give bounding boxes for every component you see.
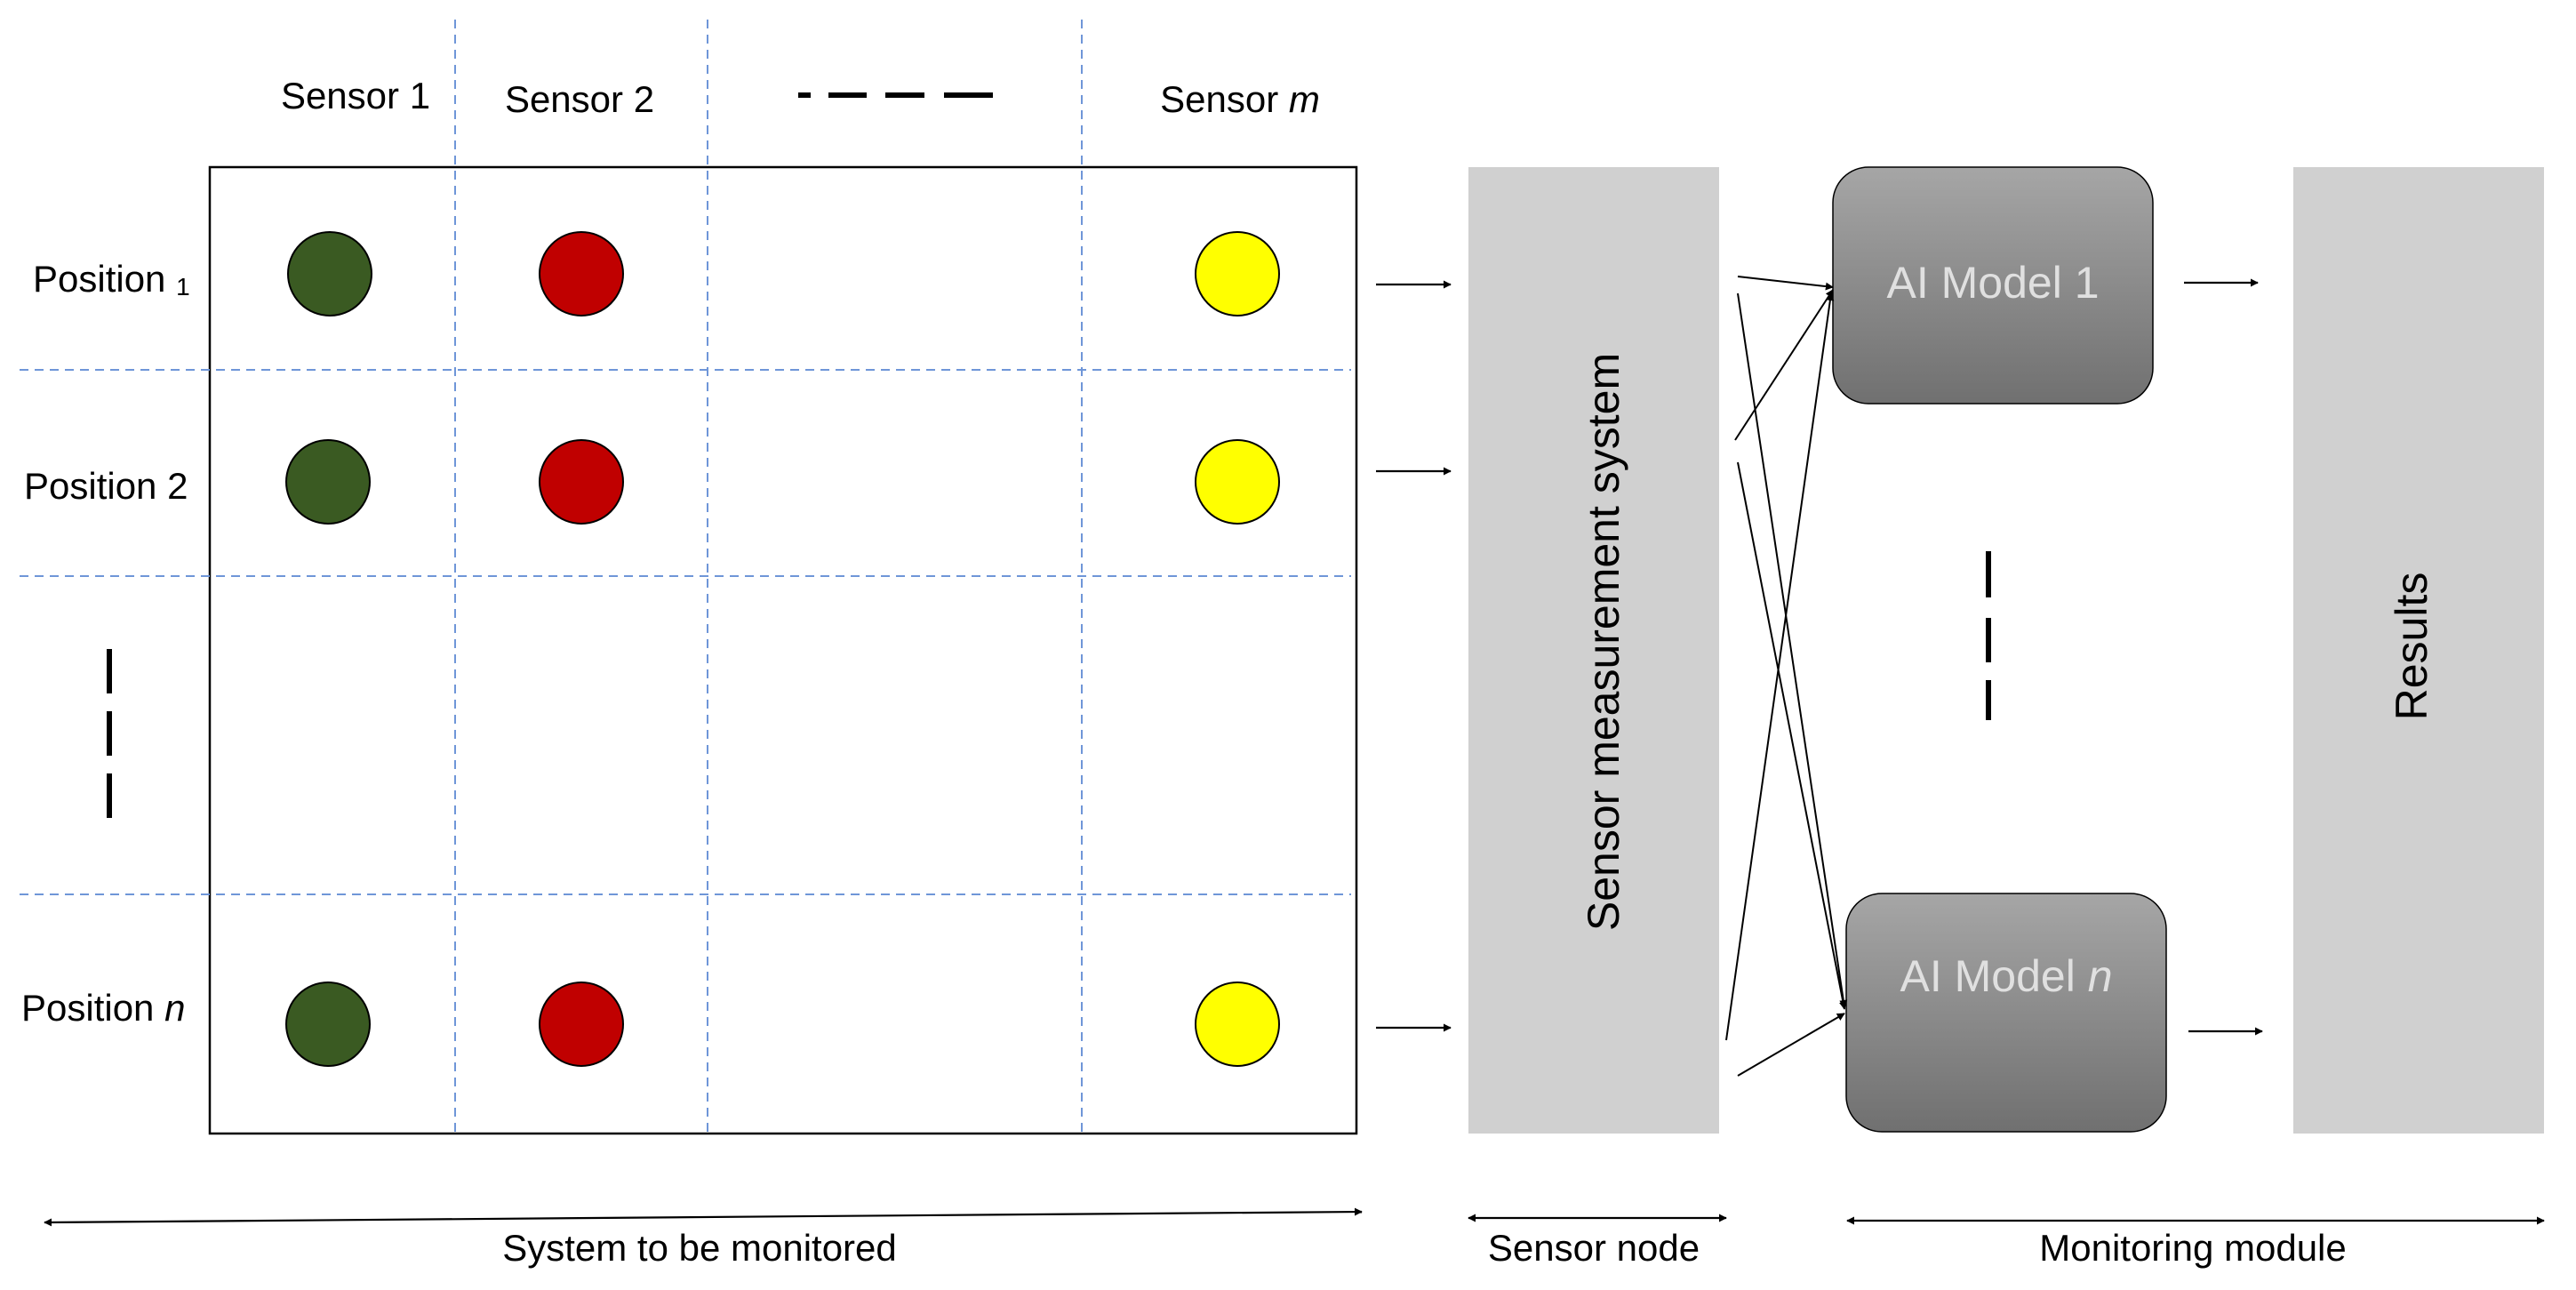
sensor-dots: [285, 231, 1280, 1067]
sensor-m-label: Sensor m: [1160, 78, 1320, 120]
dot-sensorm-pos2: [1195, 439, 1280, 525]
dot-sensor2-posn: [539, 982, 624, 1067]
ai-model-n-label: AI Model n: [1900, 951, 2112, 1001]
position-n-label: Position n: [21, 987, 185, 1029]
results-label: Results: [2387, 573, 2436, 721]
system-to-be-monitored-label: System to be monitored: [502, 1227, 897, 1269]
sensor-node-label: Sensor node: [1488, 1227, 1700, 1269]
model-to-results-arrows: [2184, 278, 2263, 1036]
position-1-label: Position 1: [33, 258, 190, 300]
grid-to-sensor-arrows: [1376, 280, 1452, 1032]
position-2-label: Position 2: [24, 465, 188, 507]
sensor-1-label: Sensor 1: [281, 75, 430, 116]
monitored-system-grid: [208, 165, 1358, 1135]
ai-model-1-label: AI Model 1: [1886, 258, 2099, 308]
dot-sensor1-posn: [285, 982, 371, 1067]
monitoring-module-label: Monitoring module: [2039, 1227, 2347, 1269]
sensor-to-model-arrows: [1725, 276, 1848, 1077]
dot-sensor2-pos1: [539, 231, 624, 316]
sensor-measurement-system-label: Sensor measurement system: [1579, 353, 1628, 931]
bottom-span-arrows: [44, 1207, 2545, 1227]
dot-sensor1-pos2: [285, 439, 371, 525]
dot-sensorm-pos1: [1195, 231, 1280, 316]
dot-sensor2-pos2: [539, 439, 624, 525]
dot-sensor1-pos1: [287, 231, 372, 316]
sensor-measurement-system-box: [1468, 167, 1719, 1134]
grid-dashed-lines: [20, 20, 1351, 1134]
sensor-2-label: Sensor 2: [505, 78, 654, 120]
results-box: [2293, 167, 2544, 1134]
ai-model-n-box: [1845, 893, 2167, 1133]
dot-sensorm-posn: [1195, 982, 1280, 1067]
